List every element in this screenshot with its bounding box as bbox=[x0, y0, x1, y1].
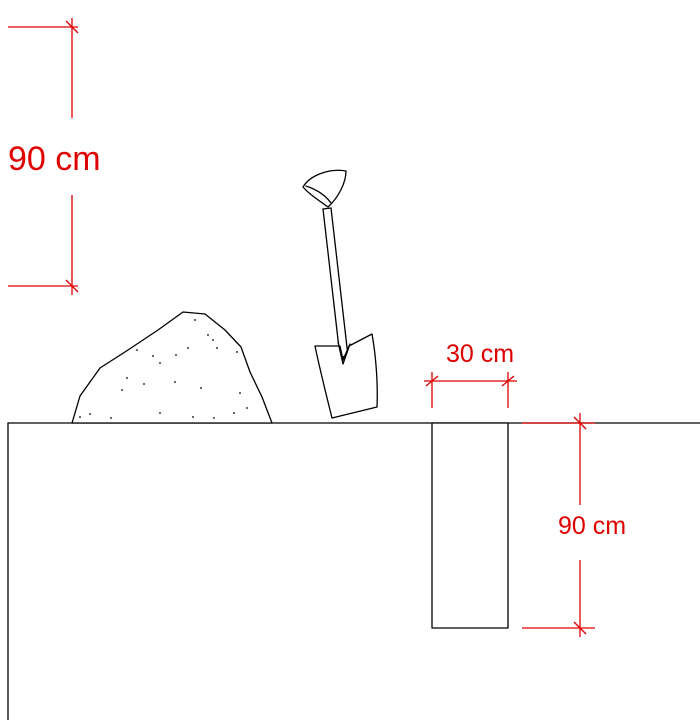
shovel-handle bbox=[322, 207, 349, 358]
shovel-grip-inner bbox=[305, 185, 332, 204]
hole-depth-dimension: 90 cm bbox=[522, 413, 626, 637]
ground bbox=[7, 422, 700, 720]
hole-width-tick-right bbox=[501, 375, 515, 387]
shovel-grip bbox=[302, 169, 347, 208]
top-height-tick-lower bbox=[65, 279, 79, 293]
hole-depth-tick-upper bbox=[573, 416, 587, 430]
dirt-pile bbox=[71, 311, 273, 424]
hole-depth-label: 90 cm bbox=[558, 512, 626, 540]
hole-depth-tick-lower bbox=[573, 621, 587, 635]
hole-width-dimension: 30 cm bbox=[424, 340, 517, 408]
top-height-label: 90 cm bbox=[8, 140, 101, 178]
shovel-socket bbox=[337, 341, 351, 365]
hole-width-label: 30 cm bbox=[446, 340, 514, 368]
top-height-tick-upper bbox=[65, 20, 79, 34]
dirt-pile-outline bbox=[71, 311, 273, 424]
top-height-dimension: 90 cm bbox=[8, 18, 101, 295]
dirt-pile-speckles bbox=[79, 319, 248, 419]
post-hole bbox=[431, 422, 509, 629]
shovel bbox=[302, 169, 378, 419]
hole-width-tick-left bbox=[425, 375, 439, 387]
shovel-blade bbox=[314, 333, 378, 419]
